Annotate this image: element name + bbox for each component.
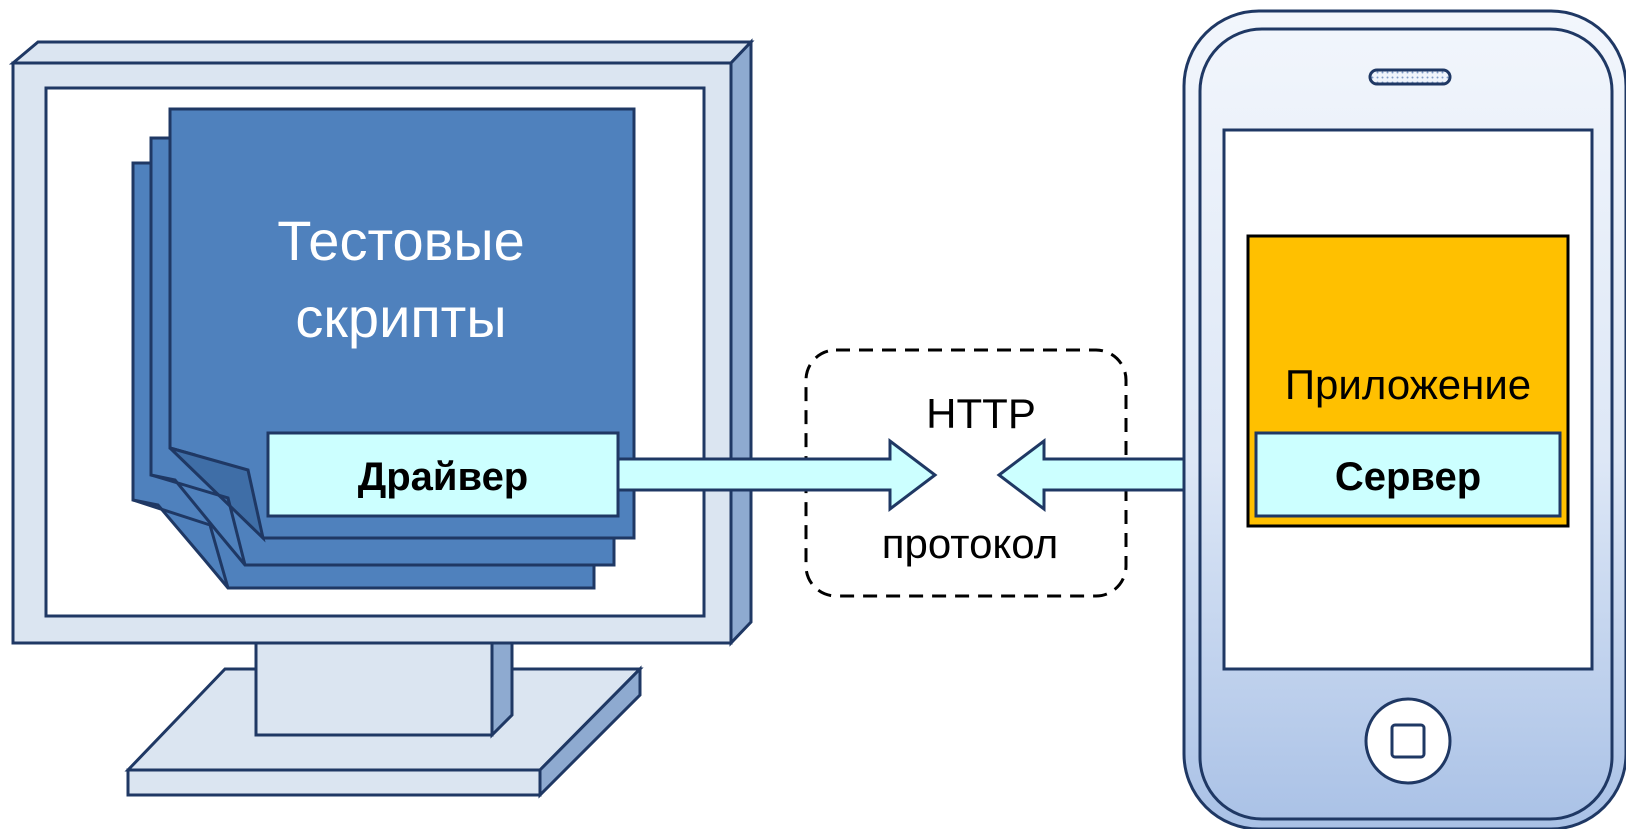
speaker-grille — [1368, 68, 1452, 86]
server-box: Сервер — [1254, 431, 1562, 518]
test-scripts-stack: Тестовые скрипты — [131, 107, 636, 590]
scripts-label-line1: Тестовые — [277, 209, 525, 272]
home-square-icon — [1390, 723, 1426, 759]
driver-label: Драйвер — [358, 455, 529, 499]
server-label: Сервер — [1335, 455, 1481, 499]
arrow-driver-to-protocol — [616, 437, 938, 513]
http-protocol-box: HTTP протокол — [804, 348, 1128, 598]
monitor-neck — [254, 616, 514, 739]
scripts-label-line2: скрипты — [295, 286, 506, 349]
protocol-label-top: HTTP — [926, 390, 1036, 437]
driver-box: Драйвер — [266, 431, 620, 518]
app-label: Приложение — [1285, 361, 1531, 408]
protocol-label-bottom: протокол — [882, 520, 1058, 567]
home-button — [1364, 697, 1452, 785]
